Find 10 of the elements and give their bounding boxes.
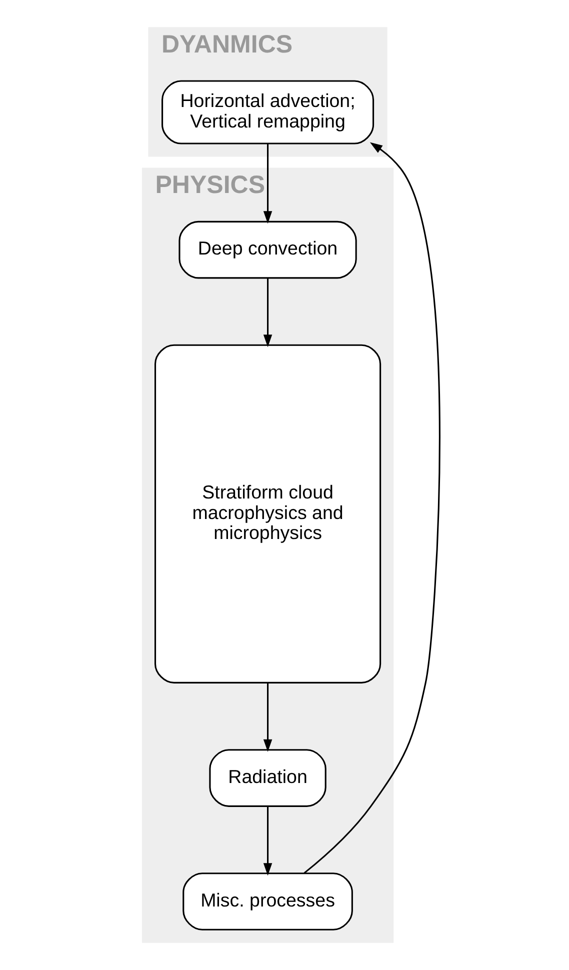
arrow (262, 144, 272, 224)
node-box: Horizontal advection; Vertical remapping (161, 80, 374, 144)
arrow (262, 278, 272, 348)
arrow (262, 682, 272, 752)
arrow (303, 142, 440, 874)
node-box: Stratiform cloud macrophysics and microphysics (154, 344, 381, 684)
node-box: Deep convection (178, 220, 356, 279)
node-box: Misc. processes (182, 872, 352, 930)
node-box: Radiation (208, 749, 326, 807)
arrow (262, 806, 272, 876)
